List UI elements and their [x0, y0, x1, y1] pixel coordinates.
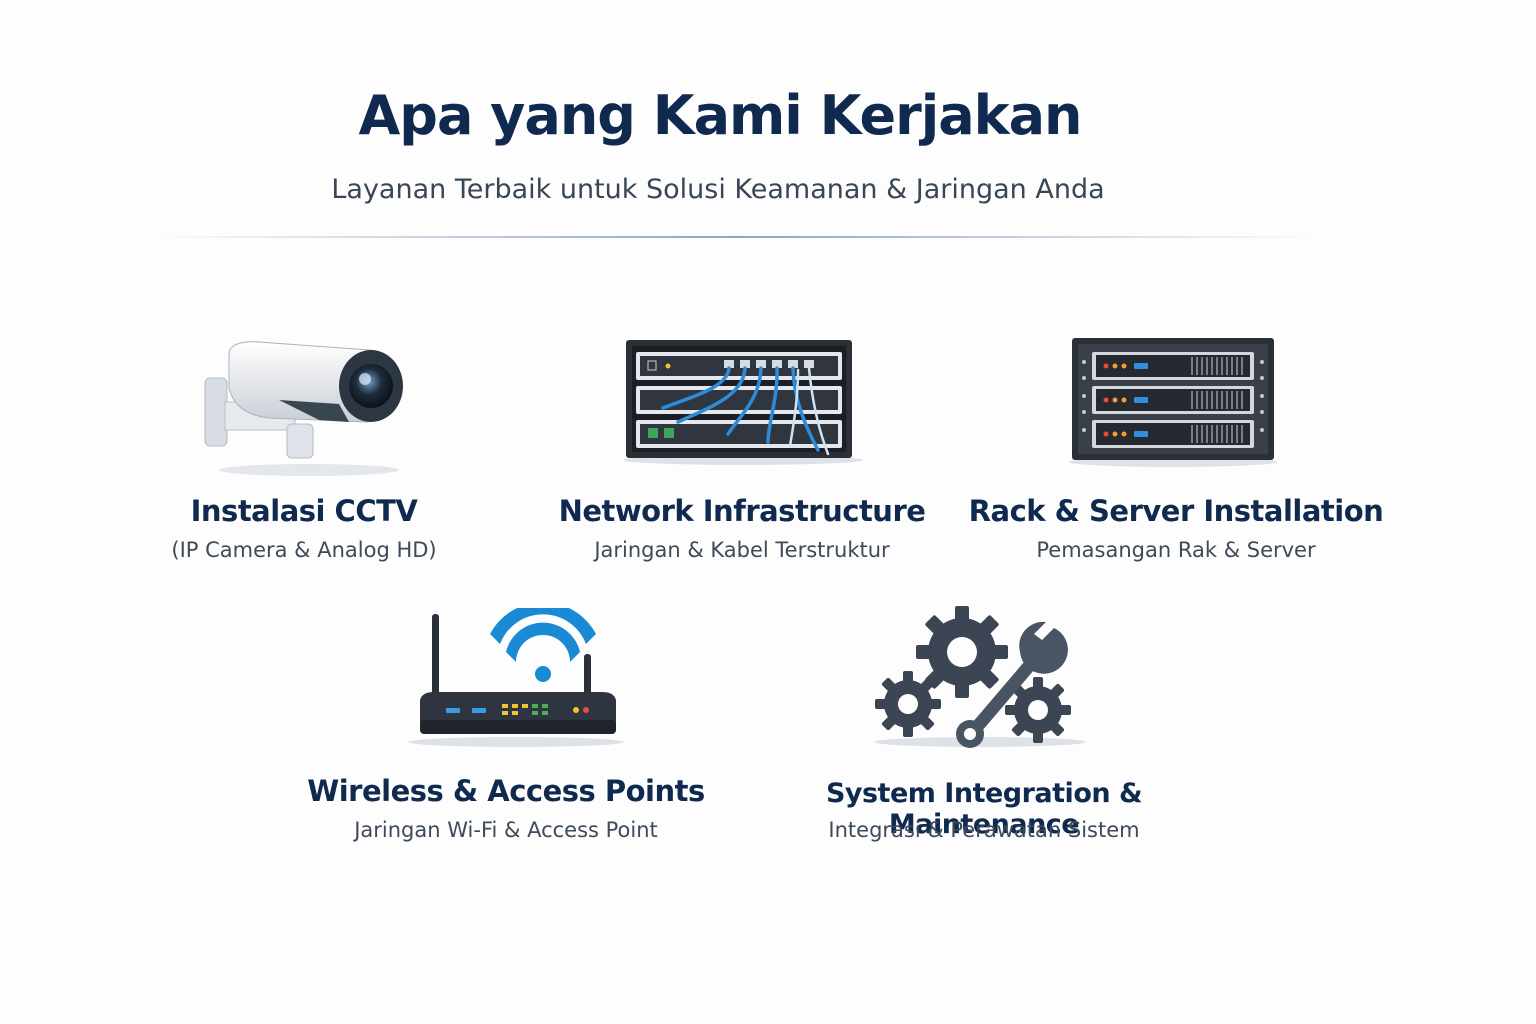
- cctv-camera-icon: [199, 330, 419, 480]
- network-switch-rack-icon: [618, 338, 868, 468]
- service-title: Rack & Server Installation: [968, 494, 1384, 528]
- service-subtitle: (IP Camera & Analog HD): [171, 538, 437, 562]
- header-divider: [150, 236, 1320, 238]
- service-card-network: Network Infrastructure Jaringan & Kabel …: [522, 320, 962, 580]
- page-subtitle: Layanan Terbaik untuk Solusi Keamanan & …: [331, 174, 1105, 205]
- service-subtitle: Integrasi & Perawatan Sistem: [828, 818, 1140, 842]
- service-title: Instalasi CCTV: [190, 494, 418, 528]
- service-card-wireless: Wireless & Access Points Jaringan Wi-Fi …: [286, 600, 726, 860]
- gears-wrench-icon: [870, 604, 1090, 748]
- service-title: Wireless & Access Points: [307, 774, 705, 808]
- service-card-rack: Rack & Server Installation Pemasangan Ra…: [956, 320, 1396, 580]
- service-title: Network Infrastructure: [558, 494, 926, 528]
- service-card-integration: System Integration & Maintenance Integra…: [754, 600, 1214, 860]
- service-subtitle: Jaringan & Kabel Terstruktur: [594, 538, 890, 562]
- server-rack-icon: [1068, 336, 1278, 468]
- service-subtitle: Jaringan Wi-Fi & Access Point: [354, 818, 658, 842]
- wifi-router-icon: [406, 608, 626, 748]
- service-card-cctv: Instalasi CCTV (IP Camera & Analog HD): [84, 320, 524, 580]
- page-title: Apa yang Kami Kerjakan: [358, 84, 1083, 147]
- service-subtitle: Pemasangan Rak & Server: [1036, 538, 1316, 562]
- service-title: System Integration & Maintenance: [825, 778, 1143, 840]
